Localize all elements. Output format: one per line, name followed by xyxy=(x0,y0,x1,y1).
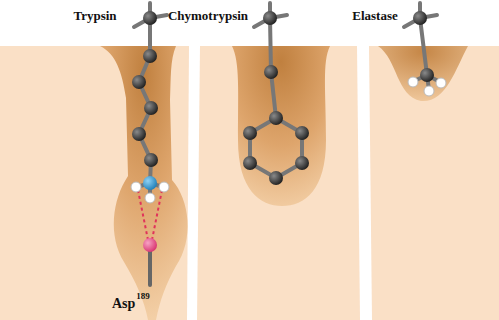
carbon-atom xyxy=(132,11,158,167)
residue-number: 189 xyxy=(136,291,150,301)
hydrogen-atom xyxy=(408,77,446,96)
salt-bridge xyxy=(138,190,162,240)
protein-ground xyxy=(0,46,189,320)
specificity-pocket xyxy=(100,46,188,320)
enzyme-name: Elastase xyxy=(352,8,398,24)
aromatic-side-chain xyxy=(250,3,302,178)
protein-ground xyxy=(197,46,360,320)
lysine-side-chain xyxy=(134,3,167,285)
carbon-atom xyxy=(243,11,309,185)
residue-label: Asp xyxy=(112,296,135,312)
enzyme-name: Trypsin xyxy=(73,8,116,24)
enzyme-panel: Elastase xyxy=(352,8,398,24)
hydrogen-atom xyxy=(131,182,169,203)
carbon-atom xyxy=(413,11,434,82)
methyl-side-chain xyxy=(404,3,440,90)
aspartate-atom xyxy=(143,238,157,252)
enzyme-name: Chymotrypsin xyxy=(168,8,248,24)
specificity-pocket xyxy=(232,46,330,206)
protein-ground xyxy=(369,46,499,320)
enzyme-panel: Chymotrypsin xyxy=(168,8,248,24)
enzyme-panel: Trypsin xyxy=(73,8,116,24)
nitrogen-atom xyxy=(143,176,157,190)
